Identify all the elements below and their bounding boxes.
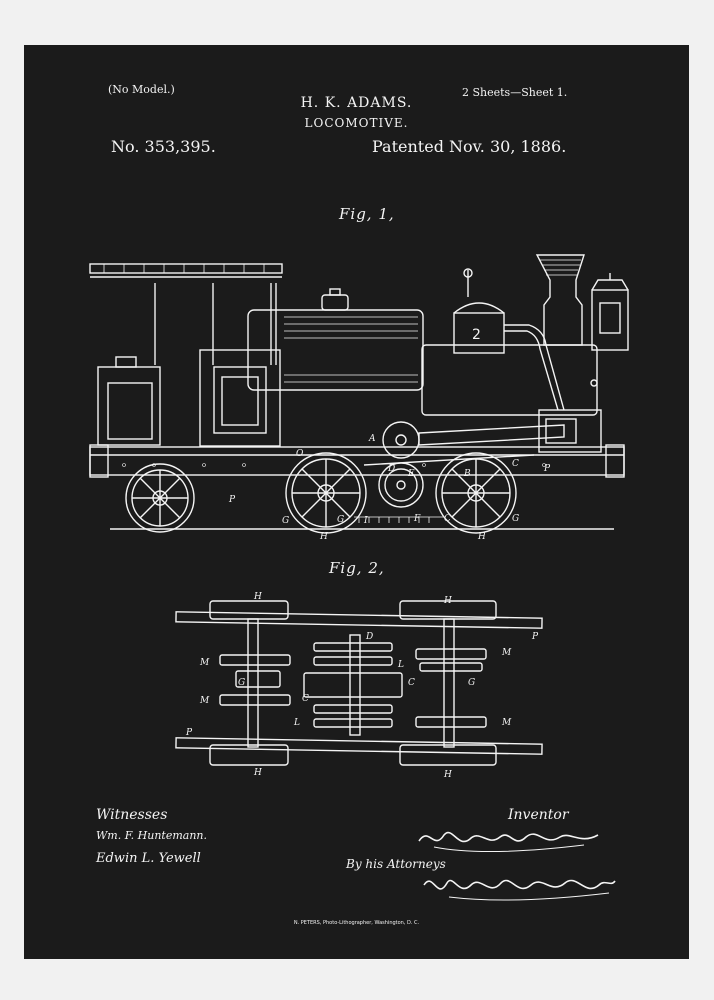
- fig1-reference-letters: A O D E B C P G H G I F C H G P: [228, 434, 551, 542]
- fig2-letter: M: [199, 658, 210, 668]
- fig1-letter: F: [413, 514, 421, 524]
- fig1-letter: P: [543, 464, 551, 474]
- fig2-reference-letters: H H D P M M G G C C M M L L P H H 2: [185, 327, 539, 780]
- witness-2-signature: Edwin L. Yewell: [96, 851, 201, 866]
- inventor-label: Inventor: [508, 807, 569, 823]
- fig2-letter: M: [199, 696, 210, 706]
- fig2-letter: H: [253, 768, 262, 778]
- sand-dome: [453, 312, 505, 354]
- patent-number: No. 353,395.: [111, 137, 216, 156]
- printer-credit: N. PETERS, Photo-Lithographer, Washingto…: [293, 920, 420, 926]
- locomotive-drawing: [89, 254, 629, 766]
- connecting-rod: [418, 424, 565, 446]
- boiler-barrel: [421, 344, 598, 416]
- fig1-letter: E: [407, 469, 415, 479]
- fig2-label: Fig, 2,: [329, 559, 385, 577]
- fig2-letter: C: [408, 678, 415, 688]
- fig1-letter: G: [512, 514, 519, 524]
- fig1-letter: B: [463, 469, 471, 479]
- fig1-letter: G: [282, 516, 289, 526]
- cab-body: [199, 349, 281, 447]
- fig2-letter: D: [365, 632, 373, 642]
- axle-plan-drawing: [175, 600, 543, 766]
- fig2-letter: C: [302, 694, 309, 704]
- patent-date: Patented Nov. 30, 1886.: [372, 137, 567, 156]
- fig2-letter: H: [253, 592, 262, 602]
- fig1-letter: C: [444, 514, 451, 524]
- fig1-letter: D: [387, 464, 395, 474]
- witness-1-signature: Wm. F. Huntemann.: [96, 829, 207, 842]
- fig1-label: Fig, 1,: [339, 205, 395, 223]
- cab-roof: [89, 263, 283, 274]
- fig2-letter: P: [531, 632, 539, 642]
- headlamp: [591, 289, 629, 351]
- fig1-letter: P: [228, 495, 236, 505]
- lower-frame-rail: [175, 737, 543, 755]
- fig2-letter: L: [293, 718, 300, 728]
- witnesses-label: Witnesses: [96, 807, 168, 823]
- inventor-name: H. K. ADAMS.: [300, 95, 413, 111]
- fig1-letter: I: [363, 516, 368, 526]
- by-attorneys-label: By his Attorneys: [346, 857, 446, 871]
- fig2-letter: G: [468, 678, 475, 688]
- upper-frame-rail: [175, 611, 543, 629]
- driving-wheel-rear: [435, 452, 517, 534]
- smokestack: [535, 254, 585, 346]
- sheet-count: 2 Sheets—Sheet 1.: [462, 86, 568, 99]
- fig2-letter: M: [501, 718, 512, 728]
- fig1-letter: O: [296, 449, 304, 459]
- driving-wheel-front: [285, 452, 367, 534]
- fig2-letter: H: [443, 770, 452, 780]
- fig1-letter: H: [319, 532, 328, 542]
- rear-wheel: [125, 463, 195, 533]
- boiler-number: 2: [472, 327, 481, 343]
- fig1-letter: G: [337, 515, 344, 525]
- fig2-letter: G: [238, 678, 245, 688]
- fig1-letter: H: [477, 532, 486, 542]
- fig1-letter: C: [512, 459, 519, 469]
- patent-sheet: (No Model.) 2 Sheets—Sheet 1. H. K. ADAM…: [24, 45, 689, 959]
- fig1-letter: A: [368, 434, 376, 444]
- attorney-signature: [423, 879, 616, 901]
- fig2-letter: P: [185, 728, 193, 738]
- no-model-label: (No Model.): [108, 83, 175, 96]
- fig2-letter: H: [443, 596, 452, 606]
- cylinder: [538, 409, 602, 453]
- inventor-signature: [418, 831, 599, 852]
- fig2-letter: L: [397, 660, 404, 670]
- fig2-letter: M: [501, 648, 512, 658]
- patent-title: LOCOMOTIVE.: [304, 116, 409, 130]
